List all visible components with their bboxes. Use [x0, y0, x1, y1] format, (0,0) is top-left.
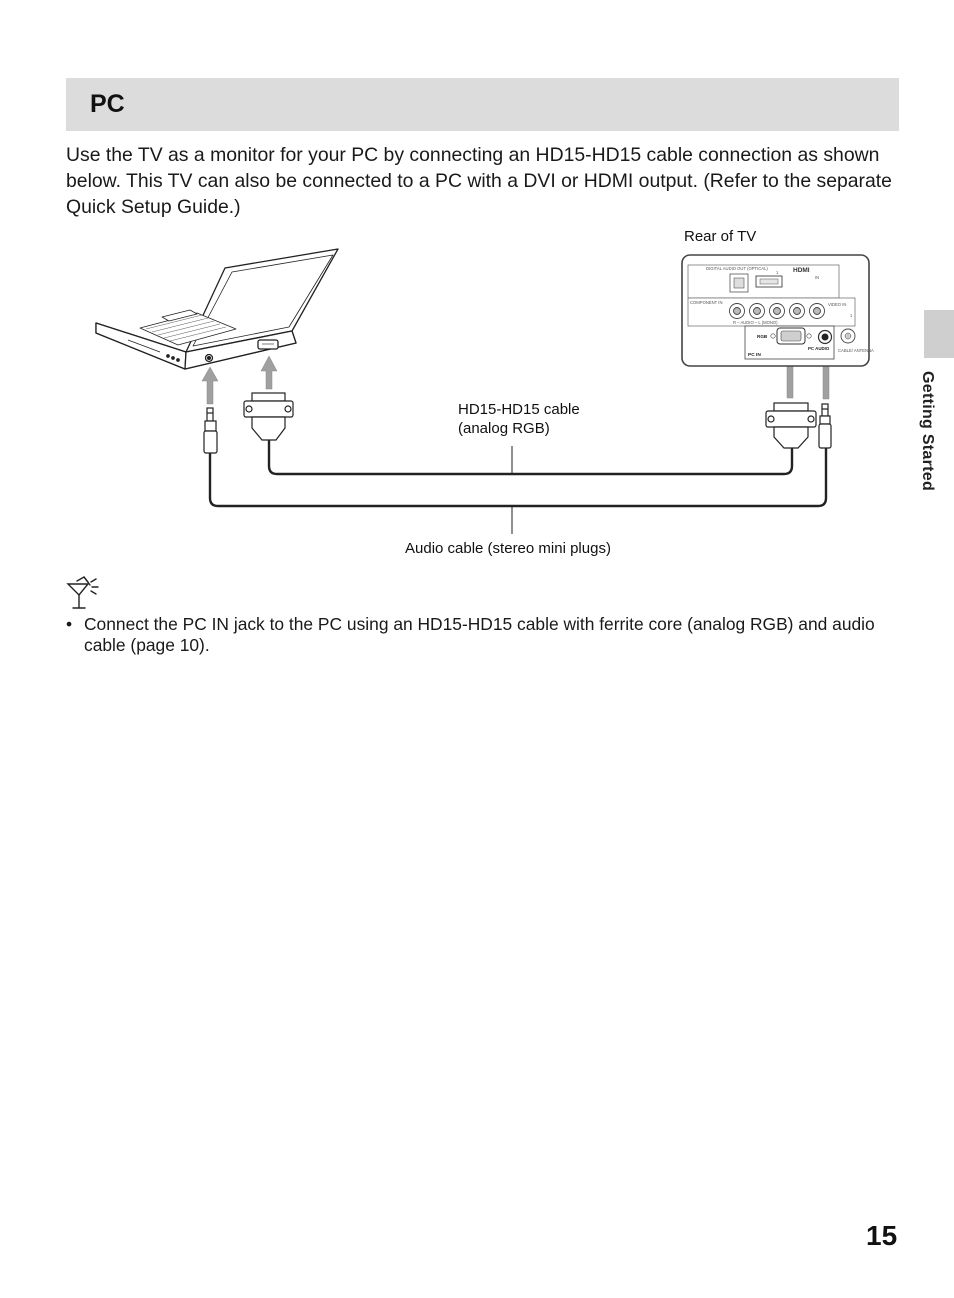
laptop-illustration	[95, 248, 339, 370]
hd15-cable-label-line1: HD15-HD15 cable	[458, 401, 580, 418]
laptop-arrows	[201, 355, 278, 405]
bullet-icon: •	[66, 614, 73, 634]
side-tab-label: Getting Started	[919, 371, 936, 492]
note-text: Connect the PC IN jack to the PC using a…	[84, 614, 875, 655]
audio-cable-label: Audio cable (stereo mini plugs)	[405, 540, 611, 557]
intro-paragraph: Use the TV as a monitor for your PC by c…	[66, 144, 892, 218]
page-number: 15	[866, 1220, 898, 1251]
tv-rear-panel: DIGITAL AUDIO OUT (OPTICAL) HDMI IN 1 CO…	[681, 254, 874, 367]
video-in-label: VIDEO IN	[828, 302, 846, 307]
tip-icon	[66, 576, 99, 609]
hdmi-logo: HDMI	[793, 267, 810, 274]
hd15-cable-label-line2: (analog RGB)	[458, 420, 550, 437]
rgb-label: RGB	[757, 334, 768, 339]
hdmi-in-label: IN	[815, 275, 819, 280]
note-item: • Connect the PC IN jack to the PC using…	[66, 614, 906, 656]
right-audio-plug	[818, 403, 832, 449]
hdmi-port-number: 1	[776, 270, 779, 275]
digital-audio-out-label: DIGITAL AUDIO OUT (OPTICAL)	[706, 266, 768, 271]
section-title: PC	[90, 90, 125, 118]
left-audio-plug	[203, 407, 218, 454]
hd15-cable-label: HD15-HD15 cable (analog RGB)	[458, 400, 580, 438]
pc-in-label: PC IN	[748, 352, 761, 358]
component-in-label: COMPONENT IN	[690, 300, 723, 305]
section-header-bar: PC	[66, 78, 899, 131]
right-hd15-plug	[765, 402, 817, 449]
audio-row-label: R – AUDIO – L (MONO)	[733, 320, 778, 325]
side-tab	[924, 310, 954, 358]
rear-of-tv-label: Rear of TV	[684, 228, 757, 245]
video-in-number: 1	[850, 313, 853, 318]
cable-antenna-label: CABLE/ ANTENNA	[838, 348, 874, 353]
pc-audio-label: PC AUDIO	[808, 346, 830, 351]
cables	[208, 440, 828, 508]
notes-list: • Connect the PC IN jack to the PC using…	[66, 614, 906, 656]
connection-diagram: DIGITAL AUDIO OUT (OPTICAL) HDMI IN 1 CO…	[95, 248, 874, 534]
left-hd15-plug	[243, 392, 294, 441]
